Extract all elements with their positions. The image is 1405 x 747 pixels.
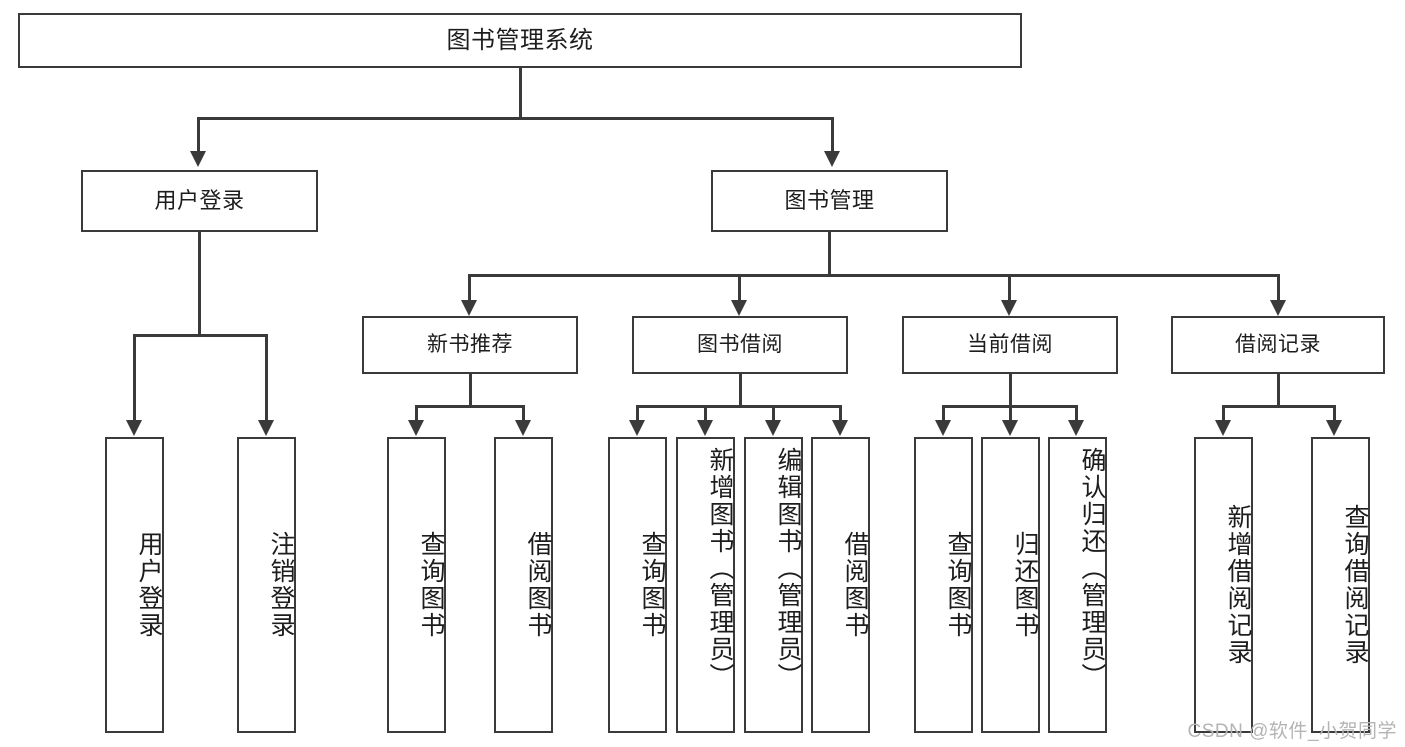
connector-bm-to-new-book	[468, 274, 471, 302]
node-label: 注销登录	[267, 531, 295, 639]
arrowhead-leaf-edit-book	[765, 420, 781, 436]
node-leaf-return-book[interactable]: 归还图书	[981, 437, 1040, 733]
node-label: 查询借阅记录	[1341, 504, 1369, 666]
node-label: 借阅记录	[1235, 333, 1321, 357]
node-label: 图书管理系统	[446, 26, 594, 54]
arrowhead-leaf-query-record	[1326, 420, 1342, 436]
arrowhead-current-borrow	[1001, 300, 1017, 316]
connector-new-book-right	[522, 405, 525, 422]
node-label: 查询图书	[638, 531, 666, 639]
connector-cb-2	[1009, 405, 1012, 422]
connector-root-stem	[519, 68, 522, 118]
connector-bm-to-book-borrow	[738, 274, 741, 302]
arrowhead-leaf-confirm-return	[1068, 420, 1084, 436]
node-leaf-confirm-return[interactable]: 确认归还（管理员）	[1048, 437, 1107, 733]
node-label: 归还图书	[1011, 531, 1039, 639]
connector-bb-4	[839, 405, 842, 422]
connector-book-manage-stem	[828, 232, 831, 276]
node-leaf-add-book[interactable]: 新增图书（管理员）	[676, 437, 735, 733]
connector-br-2	[1333, 405, 1336, 422]
connector-bb-1	[636, 405, 639, 422]
node-leaf-user-login[interactable]: 用户登录	[105, 437, 164, 733]
arrowhead-leaf-query-book-2	[629, 420, 645, 436]
connector-new-book-bus	[415, 405, 525, 408]
node-label: 图书管理	[784, 187, 875, 213]
connector-bb-2	[704, 405, 707, 422]
node-label: 新增借阅记录	[1224, 504, 1252, 666]
node-label: 新增图书（管理员）	[706, 447, 734, 690]
node-leaf-query-book-3[interactable]: 查询图书	[914, 437, 973, 733]
node-leaf-user-logout[interactable]: 注销登录	[237, 437, 296, 733]
arrowhead-book-borrow	[731, 300, 747, 316]
connector-cb-1	[942, 405, 945, 422]
node-label: 借阅图书	[841, 531, 869, 639]
connector-cb-3	[1075, 405, 1078, 422]
node-leaf-query-book-2[interactable]: 查询图书	[608, 437, 667, 733]
connector-borrow-record-stem	[1277, 374, 1280, 407]
node-borrow-record[interactable]: 借阅记录	[1171, 316, 1385, 374]
connector-root-bus	[197, 117, 834, 120]
connector-user-login-right	[265, 334, 268, 422]
connector-bb-3	[772, 405, 775, 422]
connector-root-to-user-login	[197, 117, 200, 153]
node-label: 新书推荐	[427, 333, 513, 357]
arrowhead-leaf-query-book-3	[935, 420, 951, 436]
node-label: 编辑图书（管理员）	[774, 447, 802, 690]
arrowhead-leaf-add-book	[697, 420, 713, 436]
arrowhead-leaf-user-login	[126, 420, 142, 436]
connector-book-manage-bus	[468, 274, 1280, 277]
node-label: 图书借阅	[697, 333, 783, 357]
node-leaf-query-book-1[interactable]: 查询图书	[387, 437, 446, 733]
node-leaf-add-record[interactable]: 新增借阅记录	[1194, 437, 1253, 733]
connector-user-login-left	[133, 334, 136, 422]
node-label: 借阅图书	[524, 531, 552, 639]
connector-borrow-record-bus	[1222, 405, 1336, 408]
node-leaf-borrow-book-2[interactable]: 借阅图书	[811, 437, 870, 733]
connector-bm-to-borrow-record	[1277, 274, 1280, 302]
node-label: 查询图书	[944, 531, 972, 639]
arrowhead-borrow-record	[1270, 300, 1286, 316]
node-current-borrow[interactable]: 当前借阅	[902, 316, 1118, 374]
node-label: 用户登录	[154, 187, 245, 213]
connector-current-borrow-stem	[1009, 374, 1012, 407]
arrowhead-leaf-return-book	[1002, 420, 1018, 436]
node-leaf-query-record[interactable]: 查询借阅记录	[1311, 437, 1370, 733]
node-label: 确认归还（管理员）	[1078, 447, 1106, 690]
arrowhead-leaf-query-book-1	[408, 420, 424, 436]
node-book-borrow[interactable]: 图书借阅	[632, 316, 848, 374]
connector-new-book-left	[415, 405, 418, 422]
arrowhead-leaf-add-record	[1215, 420, 1231, 436]
connector-new-book-stem	[469, 374, 472, 407]
connector-root-to-book-manage	[831, 117, 834, 153]
arrowhead-leaf-borrow-book-1	[515, 420, 531, 436]
node-new-book-recommend[interactable]: 新书推荐	[362, 316, 578, 374]
node-root-library-system[interactable]: 图书管理系统	[18, 13, 1022, 68]
node-book-manage[interactable]: 图书管理	[711, 170, 948, 232]
connector-user-login-stem	[198, 232, 201, 336]
node-leaf-borrow-book-1[interactable]: 借阅图书	[494, 437, 553, 733]
node-label: 用户登录	[135, 531, 163, 639]
connector-br-1	[1222, 405, 1225, 422]
connector-user-login-bus	[133, 334, 268, 337]
arrowhead-leaf-borrow-book-2	[832, 420, 848, 436]
arrowhead-leaf-user-logout	[258, 420, 274, 436]
connector-book-borrow-bus	[636, 405, 842, 408]
csdn-watermark: CSDN @软件_小贺同学	[1187, 721, 1397, 742]
node-leaf-edit-book[interactable]: 编辑图书（管理员）	[744, 437, 803, 733]
arrowhead-user-login	[190, 151, 206, 167]
connector-bm-to-current-borrow	[1008, 274, 1011, 302]
arrowhead-book-manage	[824, 151, 840, 167]
node-label: 查询图书	[417, 531, 445, 639]
arrowhead-new-book-recommend	[461, 300, 477, 316]
connector-book-borrow-stem	[739, 374, 742, 407]
node-label: 当前借阅	[967, 333, 1053, 357]
node-user-login[interactable]: 用户登录	[81, 170, 318, 232]
